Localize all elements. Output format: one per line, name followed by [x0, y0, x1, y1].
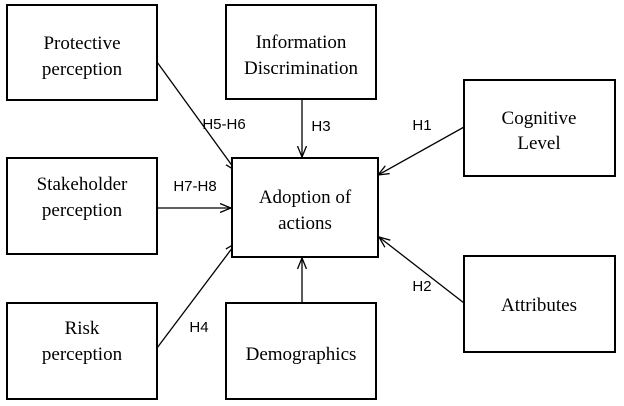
node-cognitive-line-1: Cognitive	[502, 108, 577, 129]
edge-protective	[156, 61, 236, 171]
node-adoption-line-1: Adoption of	[259, 187, 352, 208]
node-risk-line-1: Risk	[65, 318, 100, 339]
node-attributes-line-1: Attributes	[501, 295, 577, 316]
node-attributes: Attributes	[463, 255, 616, 353]
node-adoption-line-2: actions	[278, 213, 332, 234]
edge-label-risk: H4	[189, 319, 208, 336]
node-information-line-1: Information	[256, 32, 347, 53]
edge-label-attributes: H2	[412, 278, 431, 295]
node-stakeholder-line-2: perception	[42, 200, 123, 221]
node-information-line-2: Discrimination	[244, 58, 358, 79]
node-cognitive: Cognitive Level	[463, 79, 616, 177]
node-protective-line-2: perception	[42, 59, 123, 80]
edge-risk	[156, 243, 236, 349]
edge-label-stakeholder: H7-H8	[173, 178, 216, 195]
node-demographics-line-1: Demographics	[246, 344, 357, 365]
node-adoption: Adoption of actions	[231, 157, 379, 258]
node-protective: Protective perception	[6, 4, 158, 101]
edge-cognitive	[378, 126, 465, 175]
edge-label-protective: H5-H6	[202, 116, 245, 133]
node-demographics: Demographics	[225, 302, 377, 400]
edge-label-information: H3	[311, 118, 330, 135]
node-stakeholder: Stakeholder perception	[6, 157, 158, 255]
node-cognitive-line-2: Level	[517, 133, 560, 154]
node-risk: Risk perception	[6, 302, 158, 400]
edge-label-cognitive: H1	[412, 117, 431, 134]
node-stakeholder-line-1: Stakeholder	[37, 174, 128, 195]
node-protective-line-1: Protective	[43, 33, 120, 54]
node-information: Information Discrimination	[225, 4, 377, 100]
node-risk-line-2: perception	[42, 344, 123, 365]
edge-attributes	[379, 237, 465, 304]
